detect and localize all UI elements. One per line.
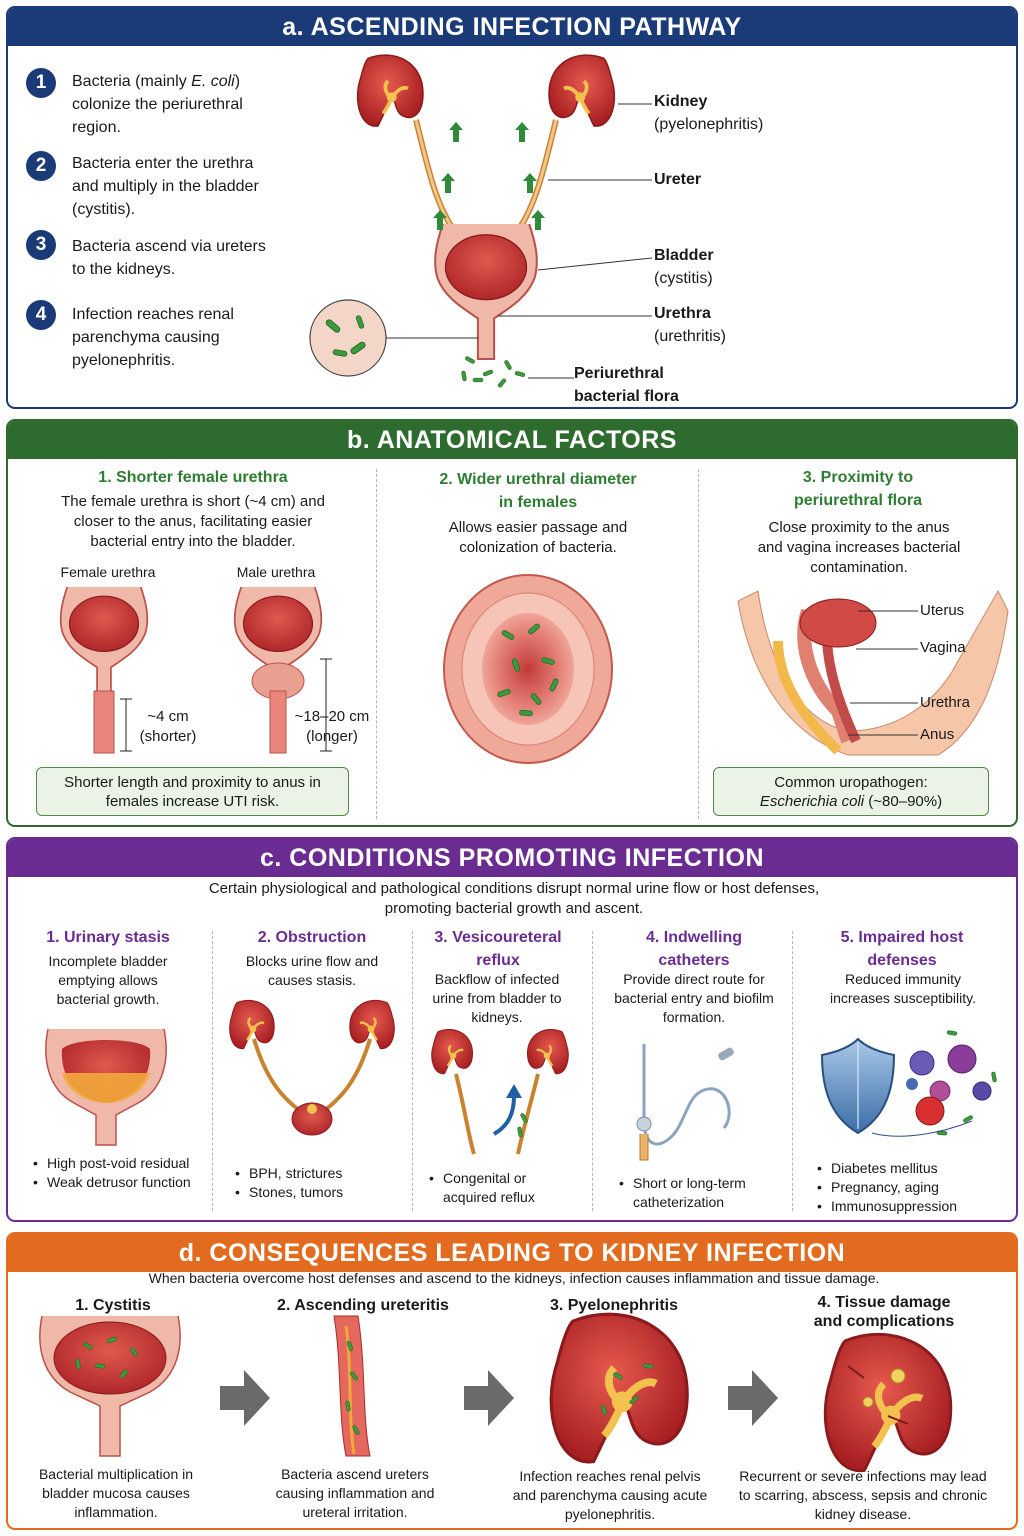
c-col5-bullets: Diabetes mellitus Pregnancy, aging Immun…: [814, 1159, 1004, 1216]
label-urethra-pelvis: Urethra: [920, 694, 971, 711]
panel-conditions: c. CONDITIONS PROMOTING INFECTION Certai…: [6, 837, 1018, 1222]
c-col1-text: Incomplete bladder emptying allows bacte…: [48, 953, 168, 1007]
panel-d-title: d. CONSEQUENCES LEADING TO KIDNEY INFECT…: [8, 1234, 1016, 1272]
c-col2-heading: 2. Obstruction: [257, 929, 367, 946]
urethra-comparison-illustration: [59, 586, 332, 754]
c-col5-text: Reduced immunity increases susceptibilit…: [829, 971, 977, 1006]
urinary-stasis-illustration: [45, 1028, 167, 1146]
d-step1-text: Bacterial multiplication in bladder muco…: [38, 1466, 194, 1520]
c-intro: Certain physiological and pathological c…: [208, 880, 820, 917]
female-length: ~4 cm(shorter): [139, 708, 197, 745]
c-col2-bullets: BPH, strictures Stones, tumors: [232, 1164, 402, 1202]
b-col3-text: Close proximity to the anus and vagina i…: [757, 519, 961, 576]
step-1-badge: 1: [26, 68, 56, 98]
c-col4-bullets: Short or long-term catheterization: [616, 1174, 786, 1212]
step-1-text: Bacteria (mainly E. coli) colonize the p…: [72, 73, 243, 136]
d-step3-text: Infection reaches renal pelvis and paren…: [512, 1468, 708, 1522]
urinary-tract-illustration: [309, 53, 653, 389]
label-vagina: Vagina: [920, 639, 966, 656]
reflux-illustration: [430, 1028, 570, 1155]
label-uterus: Uterus: [920, 602, 965, 619]
step-4-badge: 4: [26, 300, 56, 330]
panel-c-title: c. CONDITIONS PROMOTING INFECTION: [8, 839, 1016, 877]
pelvis-leader-lines: [848, 610, 918, 736]
d-step3-heading: 3. Pyelonephritis: [549, 1297, 679, 1314]
step-3-badge: 3: [26, 230, 56, 260]
d-step4-text: Recurrent or severe infections may lead …: [738, 1468, 988, 1522]
catheter-illustration: [636, 1044, 734, 1161]
b-col1-note-box: Shorter length and proximity to anus in …: [36, 767, 349, 816]
urethral-cross-section: [443, 574, 613, 764]
step-3-text: Bacteria ascend via ureters to the kidne…: [72, 238, 266, 278]
d-step2-text: Bacteria ascend ureters causing inflamma…: [275, 1466, 435, 1520]
b-col1-heading: 1. Shorter female urethra: [98, 469, 288, 486]
step-4-text: Infection reaches renal parenchyma causi…: [72, 306, 234, 369]
label-urethra: Urethra(urethritis): [654, 305, 727, 345]
d-step2-heading: 2. Ascending ureteritis: [277, 1297, 449, 1314]
obstruction-illustration: [228, 999, 396, 1136]
c-col1-heading: 1. Urinary stasis: [46, 929, 170, 946]
panel-ascending-infection: a. ASCENDING INFECTION PATHWAY 1 Bacteri…: [6, 6, 1018, 409]
b-col3-note-box: Common uropathogen:Escherichia coli (~80…: [713, 767, 989, 816]
label-kidney: Kidney(pyelonephritis): [654, 93, 764, 133]
c-col3-text: Backflow of infected urine from bladder …: [432, 971, 562, 1025]
c-col2-text: Blocks urine flow and causes stasis.: [245, 953, 379, 988]
panel-a-title: a. ASCENDING INFECTION PATHWAY: [8, 8, 1016, 46]
panel-anatomical-factors: b. ANATOMICAL FACTORS 1. Shorter female …: [6, 419, 1018, 827]
b-col2-text: Allows easier passage and colonization o…: [448, 519, 628, 556]
d-step1-heading: 1. Cystitis: [75, 1297, 151, 1314]
c-col1-bullets: High post-void residual Weak detrusor fu…: [30, 1154, 210, 1192]
male-length: ~18–20 cm(longer): [294, 708, 370, 745]
female-urethra-label: Female urethra: [60, 564, 156, 580]
label-ureter: Ureter: [654, 171, 702, 188]
c-col4-text: Provide direct route for bacterial entry…: [614, 971, 774, 1025]
step-2-text: Bacteria enter the urethra and multiply …: [72, 155, 259, 218]
b-col1-text: The female urethra is short (~4 cm) and …: [61, 493, 325, 550]
label-anus: Anus: [920, 726, 955, 743]
consequences-illustration: [39, 1306, 1018, 1476]
panel-consequences: d. CONSEQUENCES LEADING TO KIDNEY INFECT…: [6, 1232, 1018, 1530]
c-col3-bullets: Congenital or acquired reflux: [426, 1169, 576, 1207]
female-pelvis-illustration: [737, 589, 1009, 756]
panel-b-title: b. ANATOMICAL FACTORS: [8, 421, 1016, 459]
step-2-badge: 2: [26, 151, 56, 181]
male-urethra-label: Male urethra: [236, 564, 316, 580]
d-intro: When bacteria overcome host defenses and…: [148, 1270, 880, 1286]
immune-defense-illustration: [820, 1030, 997, 1137]
label-bladder: Bladder(cystitis): [654, 247, 714, 287]
